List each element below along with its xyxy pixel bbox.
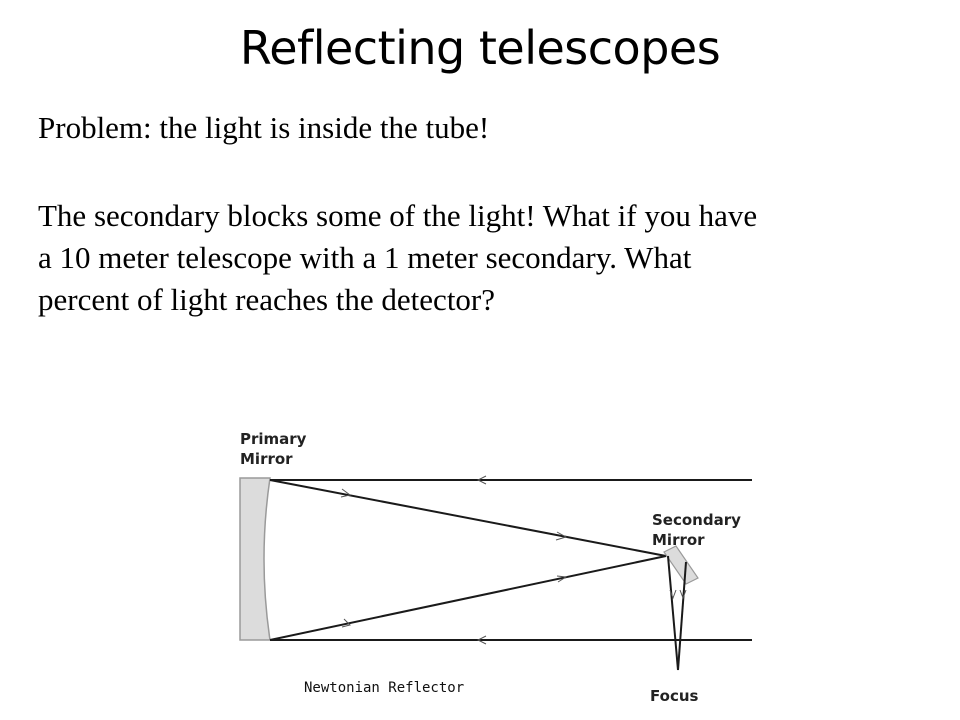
secondary-mirror-label-line1: Secondary <box>652 511 741 529</box>
question-line: The secondary blocks some of the light! … <box>38 198 758 233</box>
reflected-ray-bottom <box>269 555 667 641</box>
question-line: percent of light reaches the detector? <box>38 282 496 317</box>
diagram-canvas: Primary Mirror Secondary Mirror Focus Ne… <box>239 430 752 705</box>
ray-arrow <box>555 531 568 541</box>
question-line: a 10 meter telescope with a 1 meter seco… <box>38 240 692 275</box>
ray-arrow <box>340 488 352 498</box>
diagram-caption: Newtonian Reflector <box>304 680 464 696</box>
focus-ray <box>677 561 687 671</box>
question-paragraph: The secondary blocks some of the light! … <box>38 195 948 321</box>
ray-arrow <box>556 575 568 583</box>
primary-mirror-label-line1: Primary <box>240 430 307 448</box>
primary-mirror-label-line2: Mirror <box>240 450 293 468</box>
primary-mirror <box>239 477 271 641</box>
focus-label: Focus <box>650 687 699 705</box>
ray-arrow <box>476 475 487 485</box>
newtonian-reflector-diagram: Primary Mirror Secondary Mirror Focus Ne… <box>230 420 770 710</box>
reflected-ray-top <box>269 479 667 557</box>
ray-arrow <box>679 589 687 600</box>
ray-arrow <box>341 618 351 628</box>
ray-arrow <box>669 589 677 600</box>
problem-statement: Problem: the light is inside the tube! <box>38 110 490 145</box>
secondary-mirror <box>663 545 699 585</box>
secondary-mirror-label-line2: Mirror <box>652 531 705 549</box>
slide-title: Reflecting telescopes <box>239 21 721 75</box>
focus-ray <box>667 555 679 671</box>
ray-arrow <box>476 635 487 645</box>
